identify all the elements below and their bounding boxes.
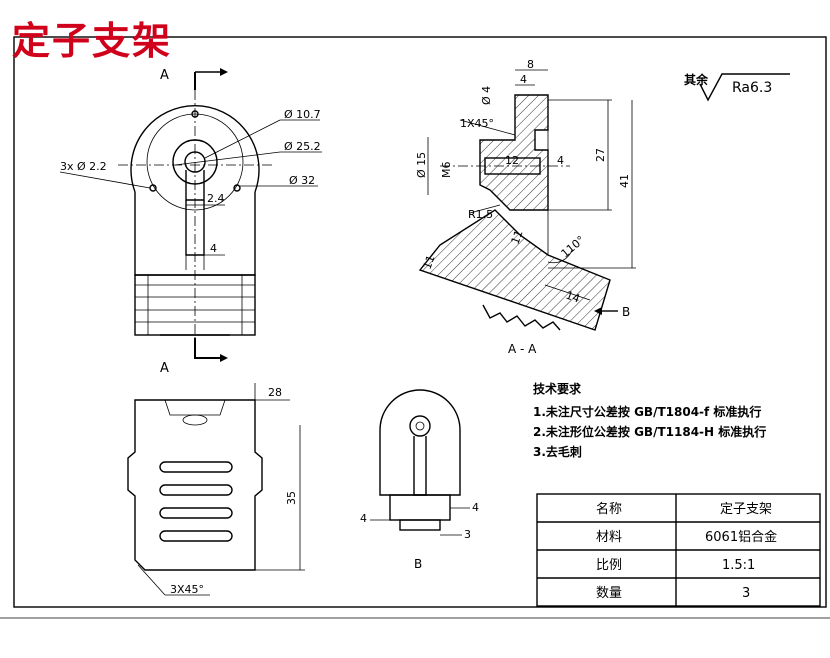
dim-side-3: 3 (464, 528, 471, 541)
roughness-prefix: 其余 (684, 72, 709, 87)
dim-front-28: 28 (268, 386, 282, 399)
dim-section-chamfer: 1X45° (460, 117, 494, 130)
title-block: 名称 定子支架 材料 6061铝合金 比例 1.5:1 数量 3 (536, 493, 821, 607)
arrow-label-b: B (622, 305, 630, 319)
dim-section-27: 27 (594, 148, 607, 162)
dim-section-14: 14 (564, 289, 582, 306)
tb-value-material: 6061铝合金 (705, 529, 777, 545)
dim-front-35: 35 (285, 491, 298, 505)
note-item-2: 2.未注形位公差按 GB/T1184-H 标准执行 (533, 424, 766, 439)
dim-section-4: 4 (520, 73, 527, 86)
dim-section-d15: Ø 15 (415, 152, 428, 178)
front-view: 28 35 3X45° (127, 383, 305, 596)
mount-hole-1 (191, 110, 199, 118)
dim-section-r1-5: R1.5 (468, 208, 493, 221)
view-label-b: B (414, 557, 422, 571)
outer-disc (130, 105, 260, 193)
dim-front-chamfer: 3X45° (170, 583, 204, 596)
roughness-value: Ra6.3 (732, 80, 772, 96)
bore-circle-inner (184, 151, 206, 173)
tb-label-material: 材料 (596, 530, 622, 545)
dim-section-11b: 11 (421, 253, 438, 271)
section-view: 8 4 Ø 4 1X45° Ø 15 M6 12 4 27 41 R1.5 11… (415, 58, 636, 356)
drawing-title: 定子支架 (12, 18, 173, 63)
pitch-circle (146, 113, 244, 211)
view-label-a-a: A - A (508, 342, 537, 356)
dim-d32: Ø 32 (289, 174, 315, 187)
dim-d25-2: Ø 25.2 (284, 140, 321, 153)
drawing-frame (13, 36, 827, 608)
note-item-1: 1.未注尺寸公差按 GB/T1804-f 标准执行 (533, 404, 761, 419)
tb-value-name: 定子支架 (720, 502, 772, 517)
tb-label-quantity: 数量 (596, 586, 622, 601)
dim-section-11a: 11 (509, 228, 526, 246)
dim-side-4b: 4 (472, 501, 479, 514)
arrow-head (220, 68, 228, 76)
dim-holes: 3x Ø 2.2 (60, 160, 107, 173)
side-view: 4 4 3 B (360, 389, 479, 571)
dim-4-top: 4 (210, 242, 217, 255)
view-label-a-bottom: A (160, 361, 169, 376)
dim-section-m6: M6 (440, 162, 453, 179)
tb-value-quantity: 3 (742, 586, 750, 601)
notes-heading: 技术要求 (533, 381, 582, 396)
dim-section-angle: 110° (559, 233, 588, 260)
dim-section-4b: 4 (557, 154, 564, 167)
technical-notes: 技术要求 1.未注尺寸公差按 GB/T1804-f 标准执行 2.未注形位公差按… (533, 381, 766, 459)
view-label-a-top: A (160, 68, 169, 83)
section-arrow-bottom (194, 338, 220, 359)
dim-section-12: 12 (505, 154, 519, 167)
tb-label-scale: 比例 (596, 558, 622, 573)
dim-side-4a: 4 (360, 512, 367, 525)
tb-value-scale: 1.5:1 (722, 558, 755, 573)
section-arm (418, 209, 611, 331)
dim-section-8: 8 (527, 58, 534, 71)
roughness-symbol: 其余 Ra6.3 (684, 72, 790, 102)
note-item-3: 3.去毛刺 (533, 444, 582, 459)
bore-circle-outer (172, 139, 218, 185)
dim-2-4: 2.4 (207, 192, 225, 205)
section-hub (479, 94, 549, 211)
dim-section-41: 41 (618, 174, 631, 188)
dim-d10-7: Ø 10.7 (284, 108, 321, 121)
tb-label-name: 名称 (596, 501, 622, 517)
dim-section-d4: Ø 4 (480, 86, 493, 105)
mount-hole-3 (233, 184, 241, 192)
top-view: A (59, 68, 322, 376)
